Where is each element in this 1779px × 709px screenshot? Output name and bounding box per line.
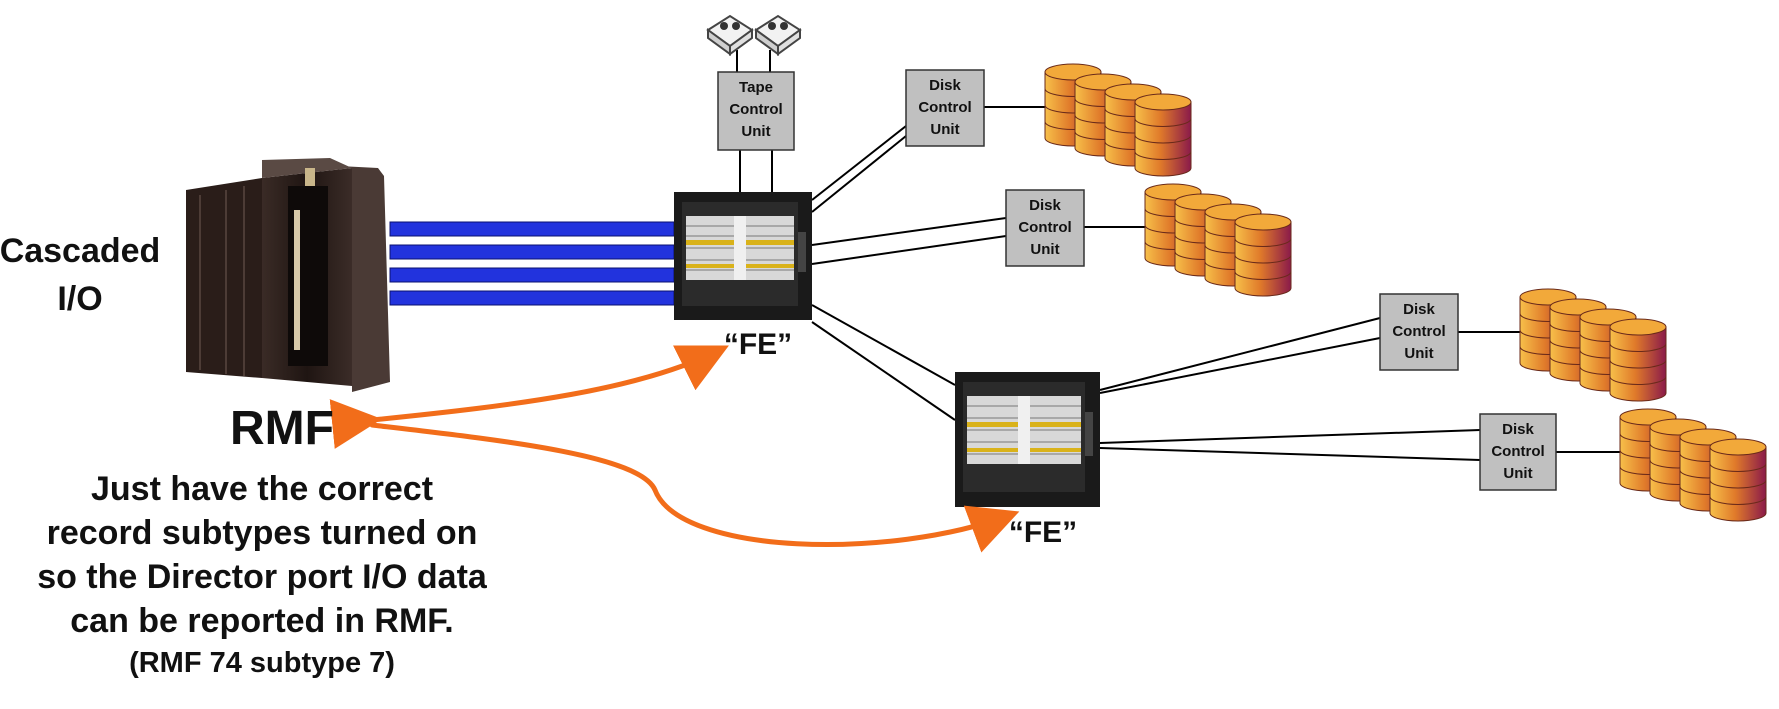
disk-control-unit: Disk Control Unit bbox=[1479, 413, 1557, 491]
rmf-note-line1: Just have the correct bbox=[91, 470, 433, 508]
tape-drive-icon bbox=[706, 14, 802, 56]
disk-cu4-line2: Control bbox=[1491, 443, 1544, 460]
disk-cu3-line3: Unit bbox=[1404, 345, 1433, 362]
director-switch-icon bbox=[955, 372, 1100, 507]
cascaded-io-label-line2: I/O bbox=[57, 280, 102, 318]
connection-lines bbox=[736, 50, 1620, 461]
arrow-rmf-to-director2 bbox=[369, 422, 1020, 553]
disk-stacks bbox=[1044, 63, 1767, 522]
channel-link bbox=[389, 267, 675, 283]
channel-link bbox=[389, 290, 675, 306]
disk-cu2-line3: Unit bbox=[1030, 241, 1059, 258]
disk-cu4-line3: Unit bbox=[1503, 465, 1532, 482]
disk-control-unit: Disk Control Unit bbox=[1005, 189, 1085, 267]
channel-links bbox=[389, 221, 675, 306]
disk-stack-icon bbox=[1144, 183, 1292, 297]
rmf-note-line3: so the Director port I/O data bbox=[37, 558, 488, 596]
disk-cu2-line2: Control bbox=[1018, 219, 1071, 236]
disk-cu4-line1: Disk bbox=[1502, 421, 1534, 438]
disk-control-unit: Disk Control Unit bbox=[905, 69, 985, 147]
tape-cu-line1: Tape bbox=[739, 79, 773, 96]
tape-control-unit: Tape Control Unit bbox=[717, 71, 795, 151]
disk-cu1-line3: Unit bbox=[930, 121, 959, 138]
director1-label: “FE” bbox=[724, 328, 792, 361]
cascaded-io-label-line1: Cascaded bbox=[0, 232, 160, 270]
disk-stack-icon bbox=[1619, 408, 1767, 522]
disk-cu3-line2: Control bbox=[1392, 323, 1445, 340]
tape-cu-line2: Control bbox=[729, 101, 782, 118]
disk-cu1-line1: Disk bbox=[929, 77, 961, 94]
director2-label: “FE” bbox=[1009, 516, 1077, 549]
disk-cu1-line2: Control bbox=[918, 99, 971, 116]
channel-link bbox=[389, 221, 675, 237]
rmf-note-line4: can be reported in RMF. bbox=[70, 602, 454, 640]
disk-cu2-line1: Disk bbox=[1029, 197, 1061, 214]
director-switch-icon bbox=[674, 192, 812, 320]
channel-link bbox=[389, 244, 675, 260]
tape-cu-line3: Unit bbox=[741, 123, 770, 140]
rmf-record-subtype: (RMF 74 subtype 7) bbox=[129, 647, 395, 679]
disk-cu3-line1: Disk bbox=[1403, 301, 1435, 318]
rmf-arrows bbox=[329, 345, 1020, 553]
mainframe-icon bbox=[186, 158, 390, 392]
rmf-note-line2: record subtypes turned on bbox=[47, 514, 478, 552]
arrow-rmf-to-director1 bbox=[329, 345, 729, 449]
disk-stack-icon bbox=[1044, 63, 1192, 177]
disk-stack-icon bbox=[1519, 288, 1667, 402]
disk-control-unit: Disk Control Unit bbox=[1379, 293, 1459, 371]
rmf-title: RMF bbox=[230, 402, 334, 455]
